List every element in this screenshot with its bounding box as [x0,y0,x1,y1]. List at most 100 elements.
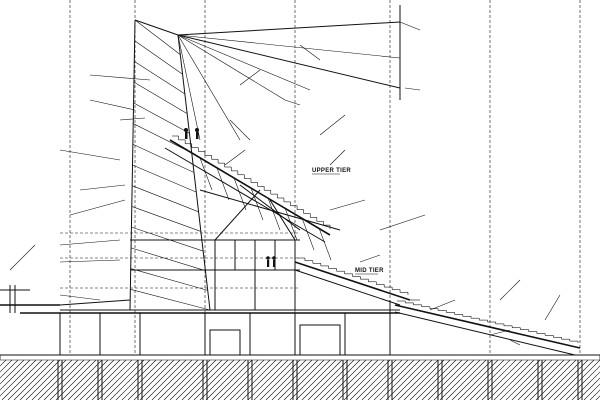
hatch-stroke [271,359,313,401]
hatch-stroke [403,359,445,401]
hatch-stroke [133,359,175,401]
lattice-brace [134,61,186,95]
hatch-stroke [145,359,187,401]
hatch-stroke [211,359,253,401]
hatch-stroke [583,383,600,401]
hatch-stroke [487,359,529,401]
hatch-stroke [0,359,25,385]
hatch-stroke [463,359,505,401]
hatch-stroke [349,359,391,401]
hatch-stroke [67,359,109,401]
lattice-brace [131,226,204,252]
hatch-stroke [175,359,217,401]
hatch-stroke [553,359,595,401]
hatch-stroke [337,359,379,401]
hatch-stroke [223,359,265,401]
hatch-stroke [589,389,600,401]
lattice-brace [130,247,206,272]
hatch-stroke [415,359,457,401]
upper-tier-structure [164,139,341,243]
truss-diagonal [233,177,247,211]
hatch-stroke [73,359,115,401]
hatch-stroke [97,359,139,401]
hatch-stroke [109,359,151,401]
hatch-stroke [541,359,583,401]
leader-line [404,87,421,91]
hatch-stroke [139,359,181,401]
leader-line [59,239,121,246]
hatch-stroke [439,359,481,401]
hatch-stroke [355,359,397,401]
hatch-stroke [103,359,145,401]
leader-line [59,149,121,161]
hatch-stroke [319,359,361,401]
lattice-brace [133,102,190,134]
hatch-stroke [481,359,523,401]
leader-line [224,149,246,166]
hatch-stroke [157,359,199,401]
hatch-stroke [235,359,277,401]
leader-line [544,294,561,321]
hatch-stroke [499,359,541,401]
hatch-stroke [445,359,487,401]
hatch-stroke [379,359,421,401]
hatch-stroke [187,359,229,401]
leader-line [299,44,321,61]
mid-tier-label: MID TIER [355,268,384,274]
hatch-stroke [91,359,133,401]
hatch-stroke [427,359,469,401]
hatch-stroke [25,359,67,401]
foundation-piles [57,360,583,400]
hatch-stroke [79,359,121,401]
hatch-stroke [295,359,337,401]
hatch-stroke [49,359,91,401]
lattice-brace [130,268,208,291]
hatch-stroke [115,359,157,401]
leader-line [9,244,36,271]
hatch-stroke [247,359,289,401]
hatch-stroke [31,359,73,401]
hatch-stroke [283,359,325,401]
hatch-stroke [451,359,493,401]
upper-tier-truss [199,157,332,261]
hatch-stroke [343,359,385,401]
leader-line [69,199,126,216]
lattice-brace [132,144,195,173]
mast-lattice [130,19,211,311]
lattice-brace [132,164,197,193]
leader-line [379,214,426,231]
hatch-stroke [409,359,451,401]
hatch-stroke [523,359,565,401]
hatch-stroke [277,359,319,401]
hatch-stroke [571,371,600,401]
hatch-stroke [193,359,235,401]
leader-line [79,184,126,191]
hatch-stroke [265,359,307,401]
leader-line [329,199,366,211]
lattice-brace [130,288,211,311]
hatch-stroke [559,359,600,401]
hatch-stroke [361,359,403,401]
hatch-stroke [535,359,577,401]
lower-frame [59,300,391,356]
hatch-stroke [493,359,535,401]
hatch-stroke [529,359,571,401]
hatch-stroke [391,359,433,401]
annotation-leaders [9,21,561,346]
hatch-stroke [577,377,600,401]
hatch-stroke [325,359,367,401]
leader-line [489,329,511,336]
truss-diagonal [301,217,315,251]
leader-line [59,259,121,263]
hatch-stroke [55,359,97,401]
hatch-stroke [85,359,127,401]
hatch-stroke [457,359,499,401]
hatch-stroke [397,359,439,401]
hatch-stroke [547,359,589,401]
hatch-stroke [475,359,517,401]
lattice-brace [131,206,201,232]
lattice-brace [132,185,199,213]
concourse-frame [214,239,296,311]
